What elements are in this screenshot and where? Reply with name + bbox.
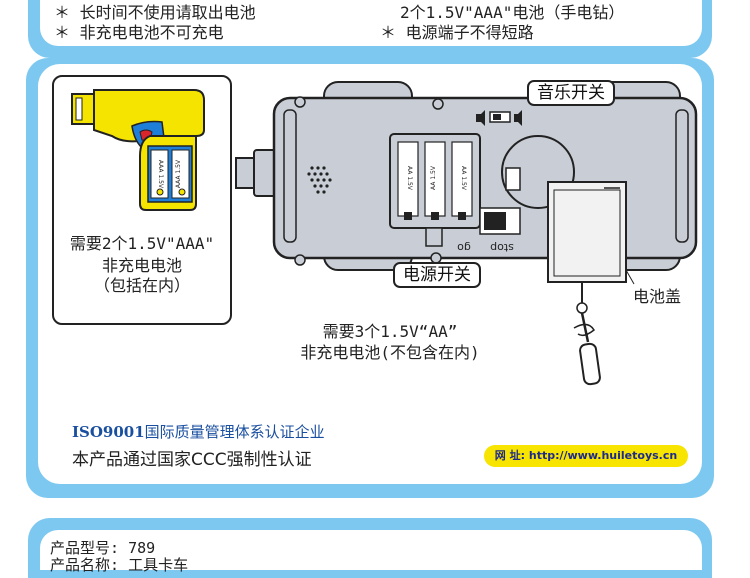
note-no-short-circuit: ＊ 电源端子不得短路: [380, 23, 534, 42]
go-label: go: [457, 241, 471, 254]
spec-name: 产品名称: 工具卡车: [50, 555, 188, 575]
music-switch-label: 音乐开关: [527, 80, 615, 106]
car-battery-label-1: AA 1.5V: [406, 166, 413, 191]
car-battery-label-3: AA 1.5V: [460, 166, 467, 191]
drill-body: [93, 89, 205, 143]
drill-note-line1: 需要2个1.5V"AAA": [69, 234, 215, 253]
note-remove-batteries: ＊ 长时间不使用请取出电池: [54, 3, 256, 22]
iso-certification: ISO9001国际质量管理体系认证企业: [72, 421, 325, 442]
drill-battery-1: [150, 149, 169, 199]
battery-cover: [547, 181, 627, 283]
drill-illustration: AAA 1.5V AAA 1.5V: [71, 89, 205, 211]
power-switch-label: 电源开关: [393, 262, 481, 288]
iso-code: ISO9001: [72, 423, 145, 441]
website-url[interactable]: http://www.huiletoys.cn: [528, 449, 678, 462]
spec-name-value: 工具卡车: [128, 556, 189, 574]
note-no-recharge: ＊ 非充电电池不可充电: [54, 23, 224, 42]
car-battery-label-2: AA 1.5V: [430, 165, 437, 190]
car-note-line2: 非充电电池(不包含在内): [300, 343, 480, 362]
note-drill-batteries: 2个1.5V"AAA"电池（手电钻）: [400, 3, 625, 22]
speaker-icon: [476, 110, 485, 126]
website-badge[interactable]: 网 址: http://www.huiletoys.cn: [484, 445, 688, 467]
spec-name-label: 产品名称:: [50, 556, 120, 574]
drill-note-line2: 非充电电池: [101, 256, 182, 275]
drill-battery-2: [171, 149, 190, 199]
speaker-grille: [307, 166, 332, 194]
iso-text: 国际质量管理体系认证企业: [144, 423, 325, 441]
website-label: 网 址:: [494, 449, 526, 462]
battery-cover-label: 电池盖: [633, 287, 682, 306]
spec-model-label: 产品型号:: [50, 539, 120, 557]
spec-model-value: 789: [128, 539, 156, 557]
drill-note-line3: （包括在内）: [93, 276, 190, 295]
ccc-certification: 本产品通过国家CCC强制性认证: [72, 450, 312, 470]
spec-model: 产品型号: 789: [50, 538, 155, 558]
stop-label: stop: [490, 241, 514, 254]
screwdriver-handle: [579, 342, 601, 386]
drill-battery-label-2: AAA 1.5V: [175, 159, 182, 188]
drill-battery-label-1: AAA 1.5V: [157, 160, 164, 189]
car-note-line1: 需要3个1.5V“AA”: [322, 322, 458, 341]
top-panel: [40, 0, 702, 46]
mute-icon: [514, 110, 522, 126]
